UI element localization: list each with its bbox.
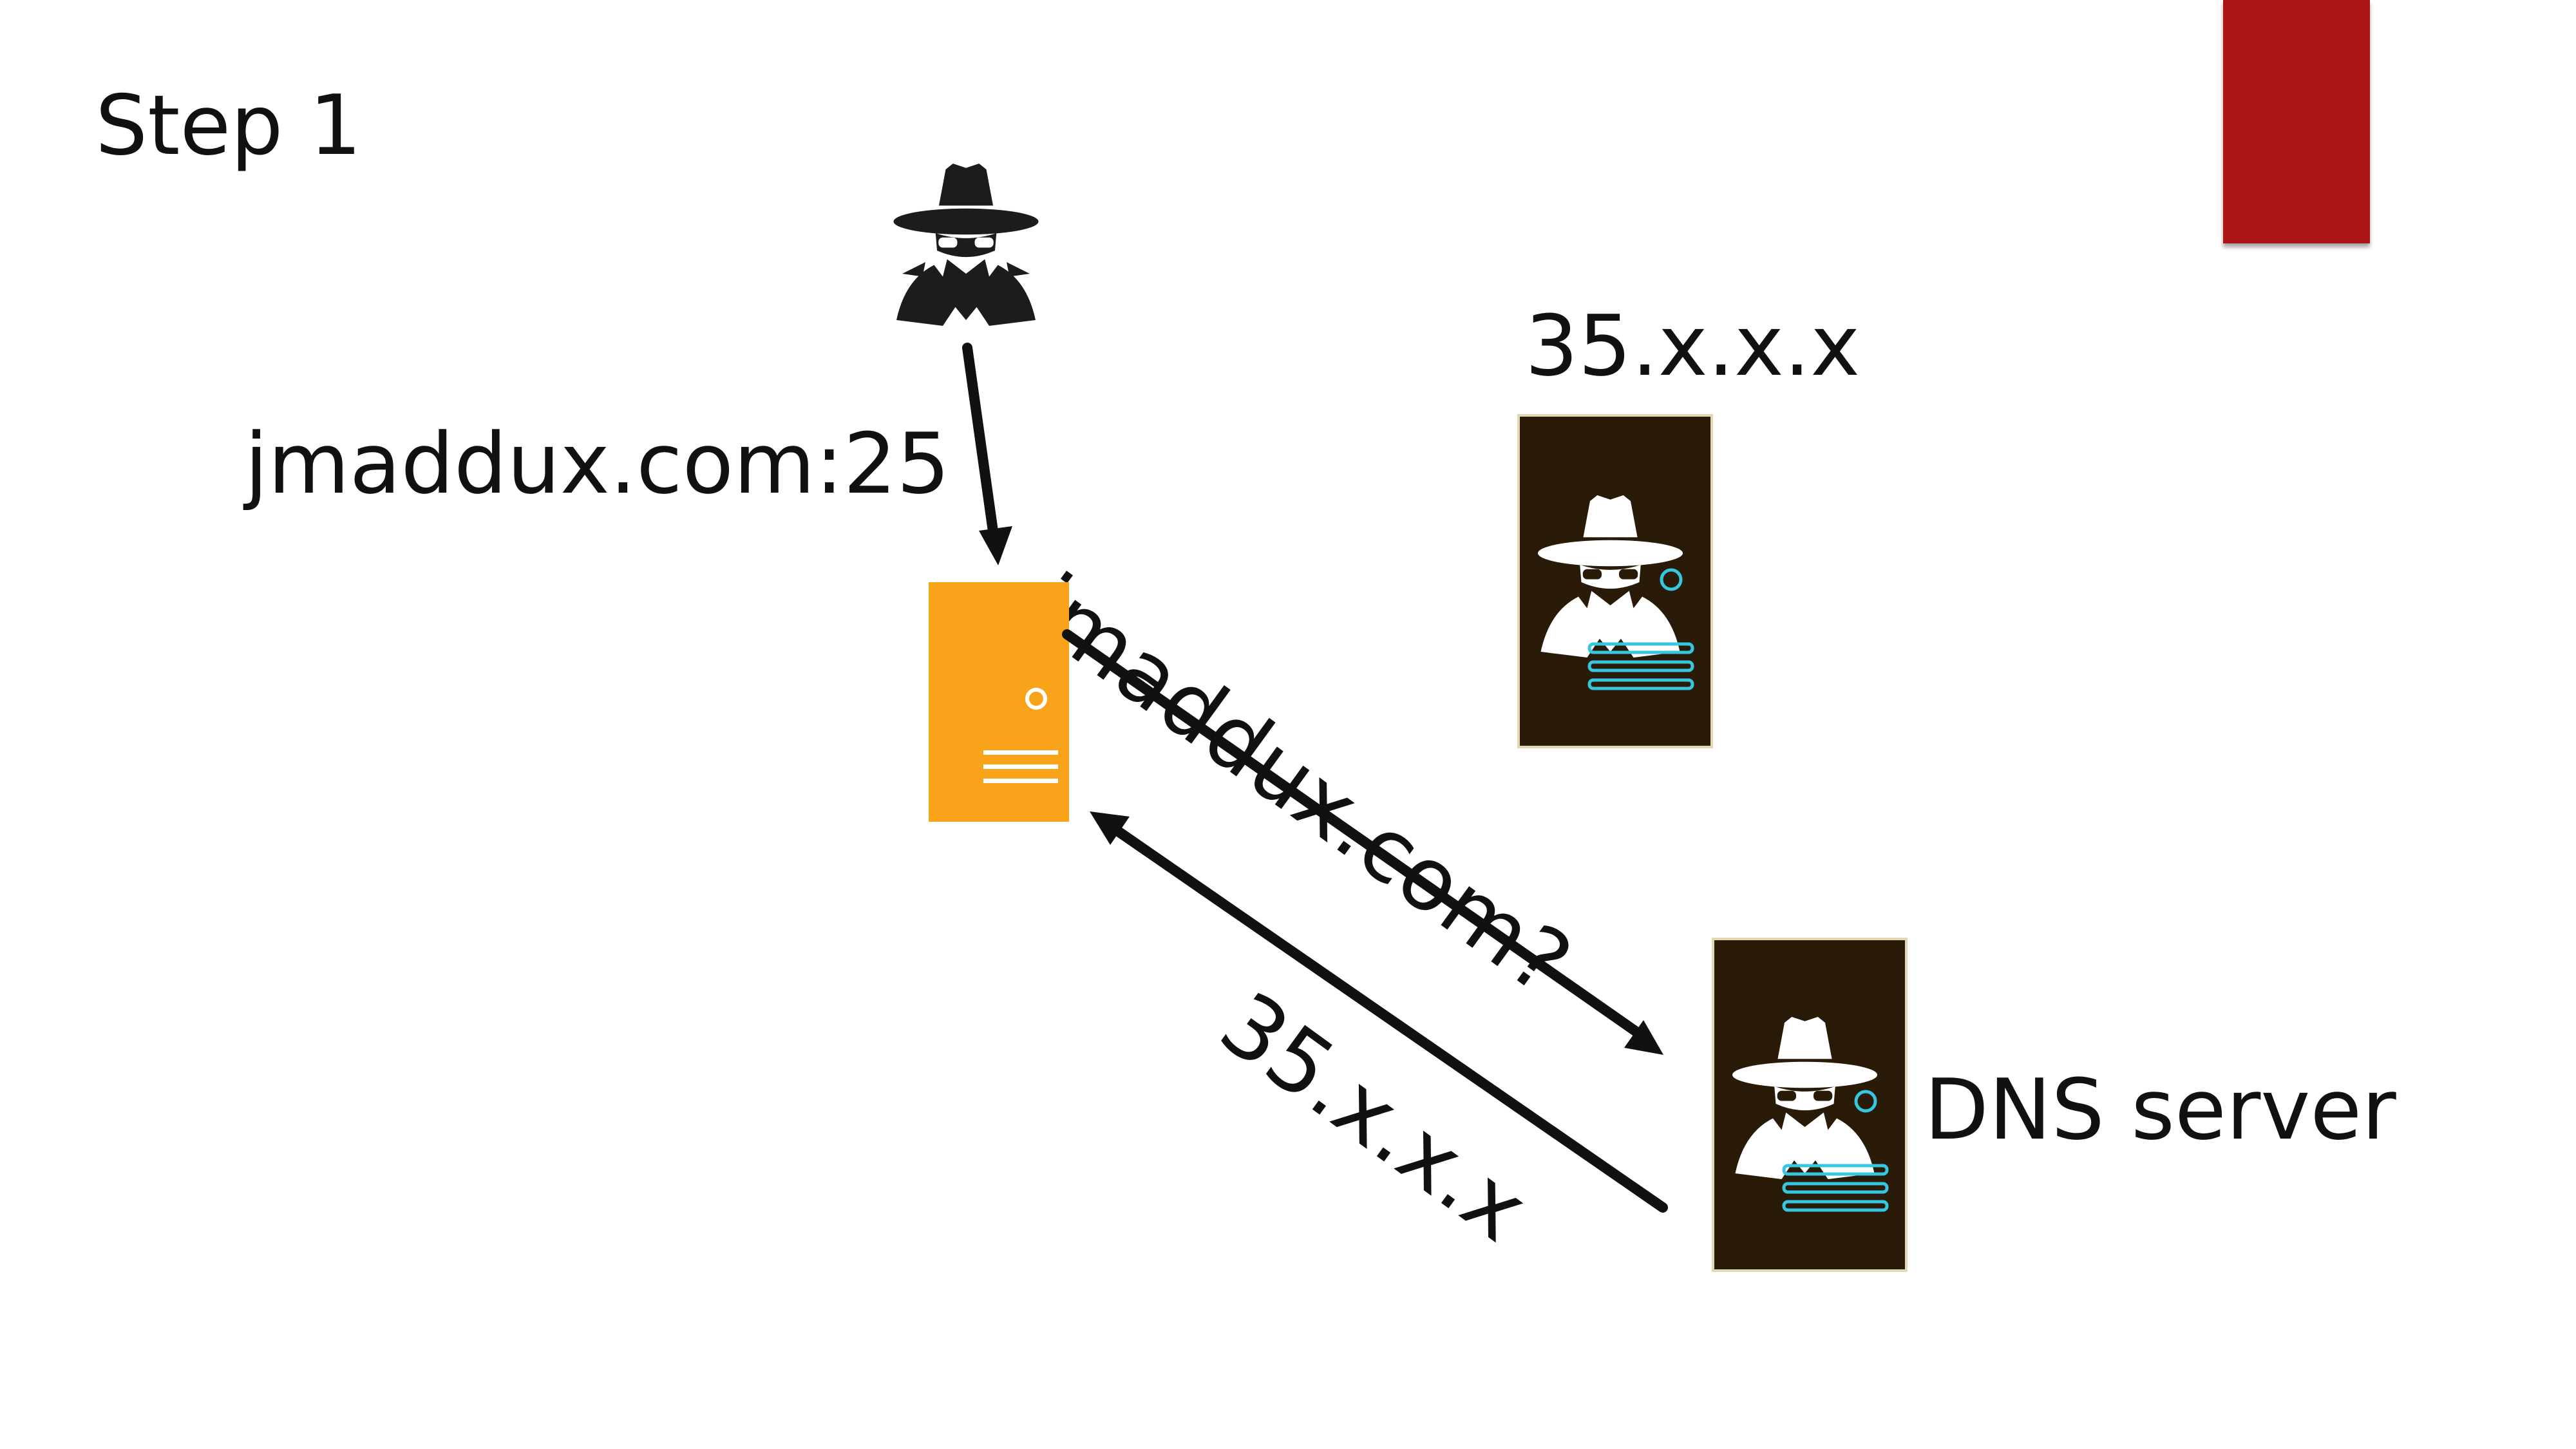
accent-bar [2223, 0, 2370, 243]
mail-server-icon [929, 582, 1069, 822]
request-label: jmaddux.com:25 [245, 415, 950, 513]
fake-server-spy-server-icon [1517, 414, 1713, 748]
request-arrow [962, 343, 1012, 565]
fake-server-ip-label: 35.x.x.x [1525, 297, 1861, 395]
dns-server-spy-server-icon [1712, 938, 1908, 1272]
answer-arrow [1090, 811, 1668, 1213]
step-title: Step 1 [95, 78, 362, 174]
dns-server-label: DNS server [1924, 1061, 2396, 1159]
query-arrow [1062, 629, 1663, 1055]
attacker-spy-icon [893, 164, 1039, 326]
